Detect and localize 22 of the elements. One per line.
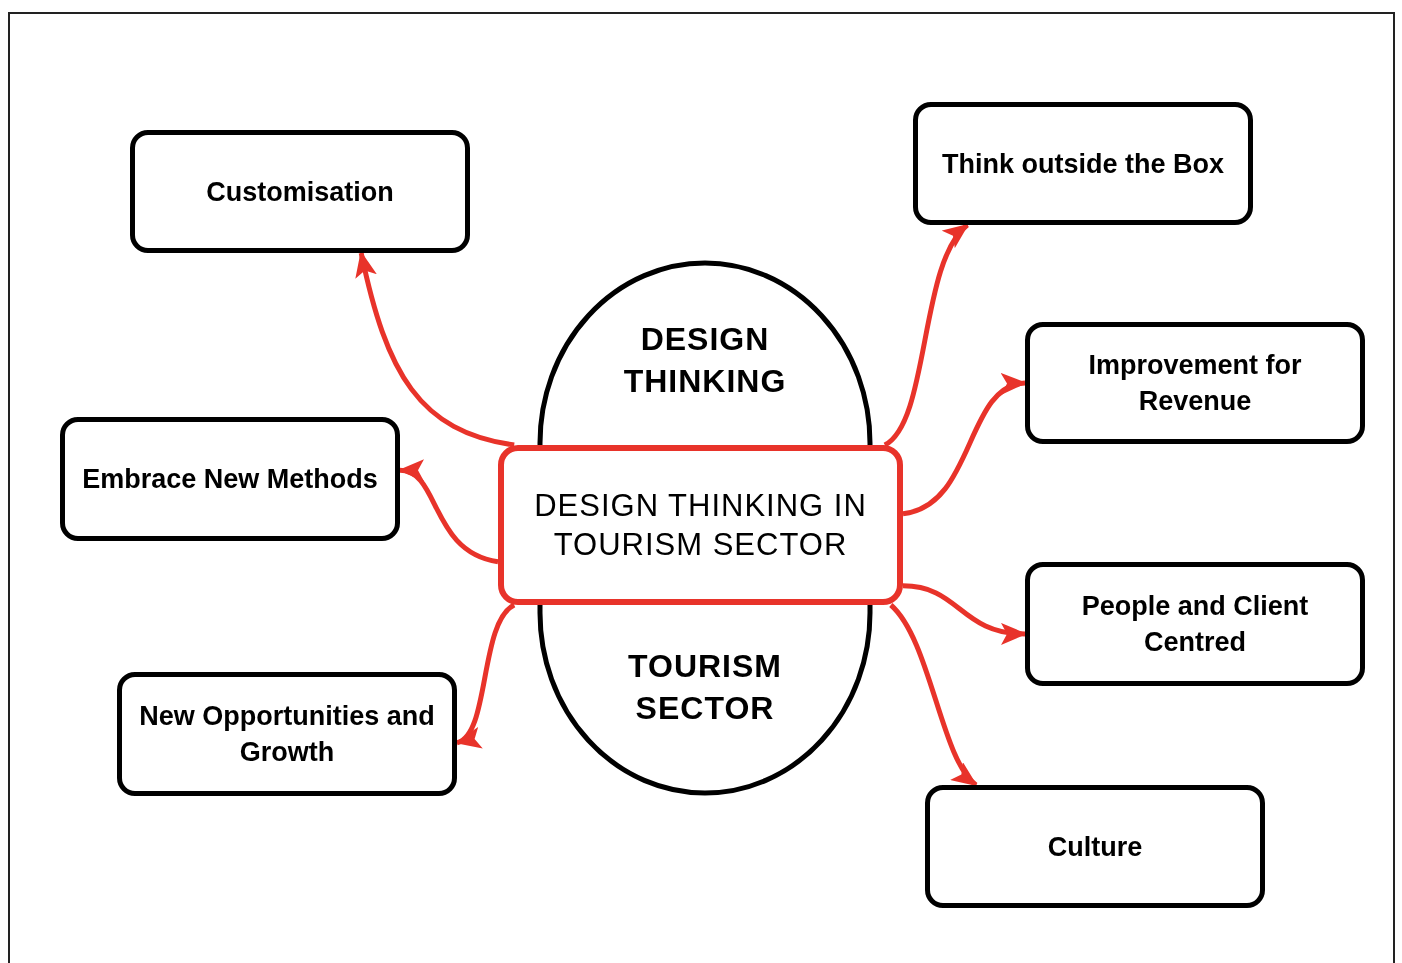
curved-arrow [889,603,978,787]
topic-box [117,672,457,796]
section-heading: TOURISM SECTOR [627,647,783,728]
topic-box [913,102,1253,225]
topic-label: Improvement for Revenue [1087,349,1303,418]
topic-label: New Opportunities and Growth [138,700,436,769]
topic-label: Embrace New Methods [81,463,379,496]
topic-box [60,417,400,541]
topic-box [130,130,470,253]
topic-box [925,785,1265,908]
topic-box [1025,562,1365,686]
topic-label: People and Client Centred [1080,590,1310,659]
curved-arrow [355,251,515,448]
topic-label: Culture [1046,830,1144,864]
curved-arrow [902,583,1027,644]
topic-label: Think outside the Box [941,147,1225,181]
curved-arrow [883,223,970,447]
section-heading: DESIGN THINKING [622,320,788,401]
topic-label: Customisation [205,175,395,209]
central-box [498,445,903,605]
topic-box [1025,322,1365,444]
central-title: DESIGN THINKING IN TOURISM SECTOR [533,487,868,564]
